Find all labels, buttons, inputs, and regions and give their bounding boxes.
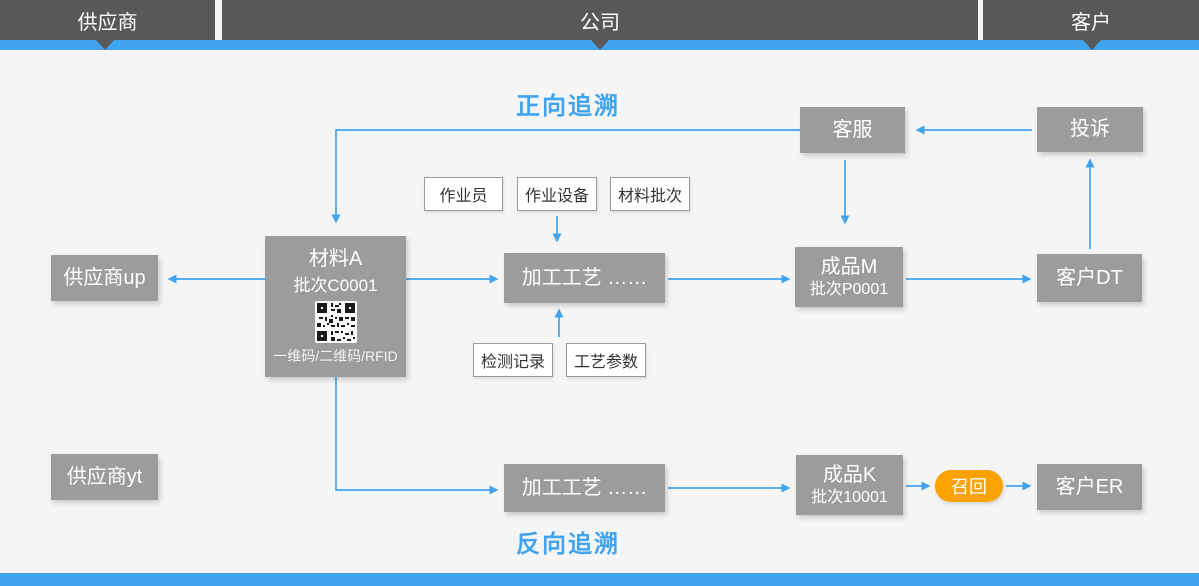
product-m-title: 成品M [820,255,878,278]
node-process-top: 加工工艺 …… [504,253,665,303]
lane-customer: 客户 [983,0,1199,40]
node-complaint: 投诉 [1037,107,1143,152]
customer-pointer-triangle [1083,40,1101,50]
tag-process-params: 工艺参数 [566,343,646,377]
node-customer-dt: 客户DT [1037,254,1142,302]
node-supplier-yt: 供应商yt [51,454,158,500]
bottom-blue-strip [0,573,1199,586]
node-product-m: 成品M 批次P0001 [795,247,903,307]
recall-badge-label: 召回 [951,477,987,497]
node-customer-dt-label: 客户DT [1056,266,1123,289]
material-a-title: 材料A [308,248,363,271]
lane-company: 公司 [222,0,978,40]
node-customer-service: 客服 [800,107,905,153]
lane-supplier: 供应商 [0,0,215,40]
node-customer-service-label: 客服 [832,118,873,141]
node-complaint-label: 投诉 [1070,118,1110,140]
supplier-pointer-triangle [96,40,114,50]
lane-company-label: 公司 [580,11,620,34]
tag-operator: 作业员 [424,177,503,211]
node-material-a: 材料A 批次C0001 [265,236,406,377]
node-customer-er-label: 客户ER [1055,475,1124,498]
tag-material-batch-label: 材料批次 [617,188,682,205]
lane-customer-label: 客户 [1071,11,1111,34]
company-pointer-triangle [591,40,609,50]
product-k-title: 成品K [822,463,877,486]
connector-material-to-process-bottom [335,377,499,495]
node-customer-er: 客户ER [1037,464,1142,510]
forward-trace-title: 正向追溯 [516,93,620,120]
tag-equipment: 作业设备 [517,177,597,211]
node-product-k: 成品K 批次10001 [796,455,903,515]
lane-supplier-label: 供应商 [77,11,138,34]
tag-material-batch: 材料批次 [610,177,690,211]
recall-badge: 召回 [935,470,1003,502]
node-supplier-yt-label: 供应商yt [66,465,143,488]
tag-process-params-label: 工艺参数 [573,354,638,371]
tag-operator-label: 作业员 [439,188,488,205]
product-m-batch: 批次P0001 [809,280,889,298]
tag-inspection-record: 检测记录 [473,343,553,377]
material-a-batch: 批次C0001 [293,276,378,296]
node-process-top-label: 加工工艺 …… [521,266,648,289]
node-process-bottom: 加工工艺 …… [504,464,665,512]
material-a-code-caption: 一维码/二维码/RFID [273,348,398,365]
backward-trace-title: 反向追溯 [516,531,620,558]
node-supplier-up: 供应商up [51,255,158,301]
tag-equipment-label: 作业设备 [524,188,589,205]
tag-inspection-record-label: 检测记录 [480,354,545,371]
node-process-bottom-label: 加工工艺 …… [521,476,648,499]
qr-code-icon [314,301,357,344]
product-k-batch: 批次10001 [811,488,888,506]
node-supplier-up-label: 供应商up [63,266,146,289]
